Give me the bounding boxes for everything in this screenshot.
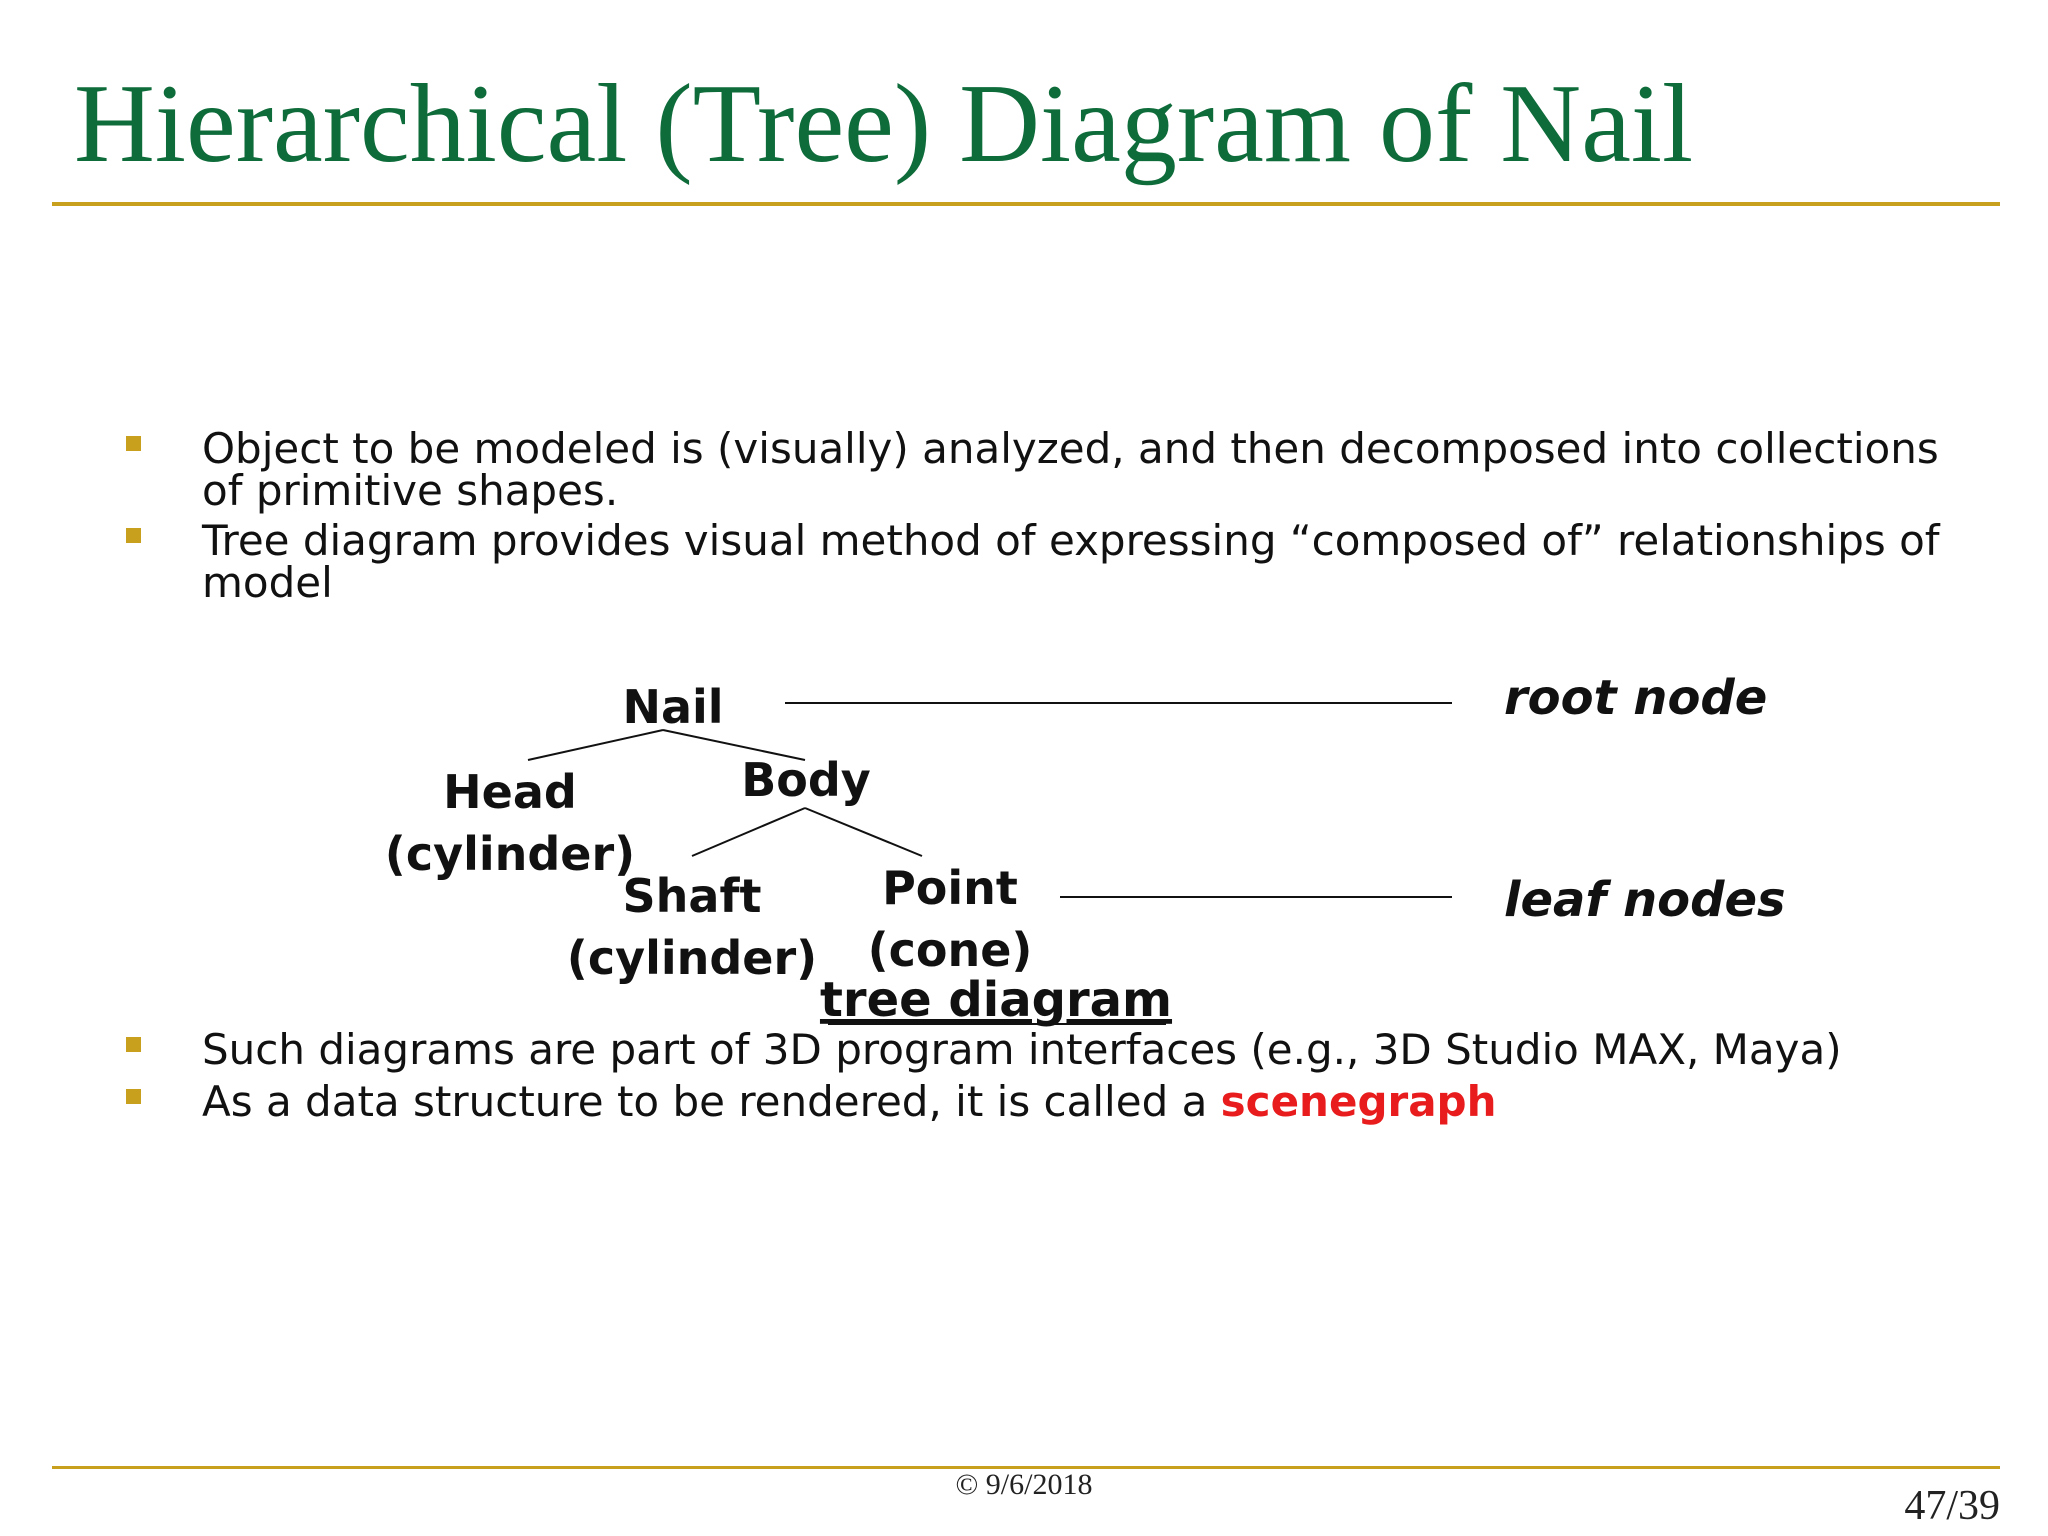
node-point-type: (cone) [868, 923, 1033, 977]
bullet-text: Object to be modeled is (visually) analy… [202, 424, 1939, 515]
node-head-type: (cylinder) [385, 827, 635, 881]
edge-nail-head [527, 729, 664, 761]
bullet-text-prefix: As a data structure to be rendered, it i… [202, 1077, 1221, 1126]
node-point: Point [882, 861, 1018, 915]
scenegraph-highlight: scenegraph [1220, 1077, 1497, 1126]
node-head: Head [443, 765, 577, 819]
page-number: 47/39 [1904, 1483, 2000, 1529]
node-shaft-type: (cylinder) [567, 931, 817, 985]
slide-title: Hierarchical (Tree) Diagram of Nail [74, 62, 1694, 186]
node-body: Body [741, 753, 871, 807]
bullet-text: As a data structure to be rendered, it i… [202, 1081, 1962, 1123]
footer-date: © 9/6/2018 [955, 1468, 1093, 1501]
edge-body-point [804, 807, 923, 857]
tree-diagram-caption: tree diagram [820, 972, 1172, 1028]
bullet-text: Such diagrams are part of 3D program int… [202, 1025, 1842, 1074]
bullet-square-icon [126, 436, 141, 451]
bullet-square-icon [126, 1037, 141, 1052]
edge-body-shaft [691, 807, 806, 857]
root-node-label: root node [1504, 670, 1767, 726]
node-nail: Nail [622, 680, 723, 734]
edge-nail-body [662, 729, 806, 761]
leaf-nodes-label: leaf nodes [1504, 872, 1786, 928]
bullet-square-icon [126, 528, 141, 543]
title-divider [52, 202, 2000, 206]
node-shaft: Shaft [623, 869, 762, 923]
bullet-text: Tree diagram provides visual method of e… [202, 516, 1940, 607]
footer-divider [52, 1466, 2000, 1469]
bullet-square-icon [126, 1089, 141, 1104]
